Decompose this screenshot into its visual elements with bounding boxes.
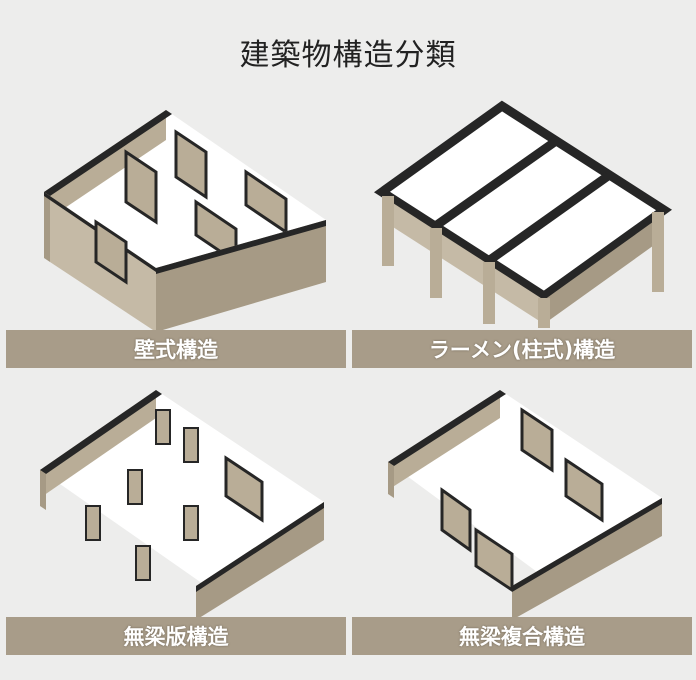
panel-flat-slab-composite-structure: 無梁複合構造: [352, 380, 692, 680]
flat-slab-structure-illustration: [40, 390, 324, 620]
panel-rahmen-structure: ラーメン(柱式)構造: [352, 92, 692, 392]
label-flat-slab-structure: 無梁版構造: [6, 617, 346, 655]
label-wall-structure: 壁式構造: [6, 330, 346, 368]
label-rahmen-structure: ラーメン(柱式)構造: [352, 330, 692, 368]
page-title: 建築物構造分類: [239, 38, 457, 73]
panel-flat-slab-structure: 無梁版構造: [6, 380, 346, 680]
wall-structure-illustration: [44, 110, 326, 332]
panel-wall-structure: 壁式構造: [6, 92, 346, 392]
label-flat-slab-composite-structure: 無梁複合構造: [352, 617, 692, 655]
rahmen-structure-illustration: [373, 100, 673, 328]
flat-slab-composite-structure-illustration: [388, 390, 662, 620]
